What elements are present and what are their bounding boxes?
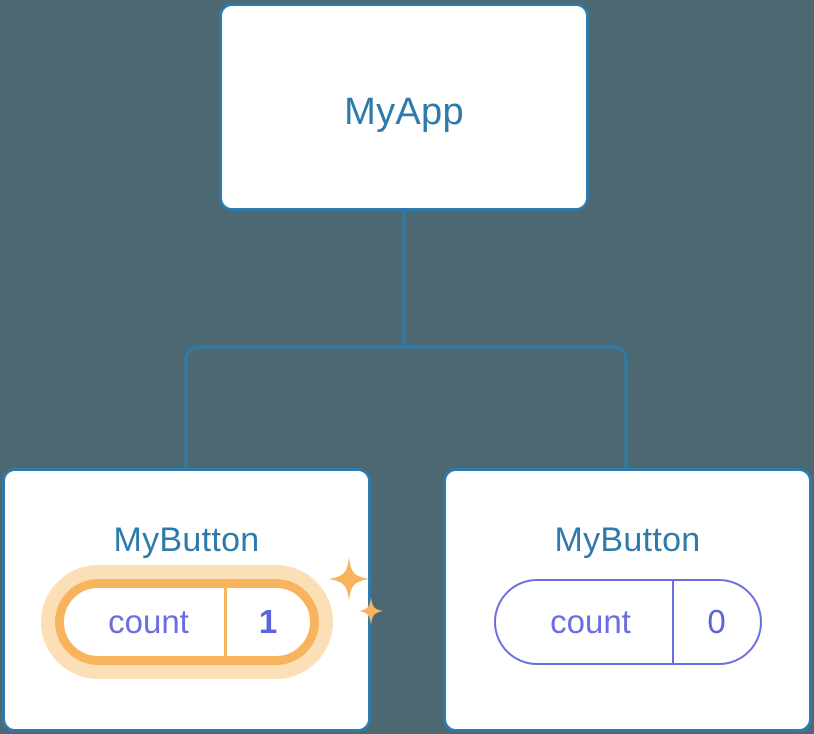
node-myapp[interactable]: MyApp [219, 3, 589, 211]
state-pill-0[interactable]: count 1 [40, 557, 383, 679]
edge-branch-right [404, 345, 628, 468]
sparkle-icon [328, 557, 383, 625]
state-pill-1-key: count [550, 603, 631, 640]
node-mybutton-0[interactable]: MyButton count 1 [2, 468, 383, 732]
state-pill-0-value: 1 [223, 588, 310, 656]
state-pill-0-key: count [108, 603, 189, 640]
node-mybutton-1-label: MyButton [554, 521, 701, 559]
state-pill-1[interactable]: count 0 [493, 579, 762, 665]
state-pill-1-value: 0 [671, 581, 760, 663]
node-myapp-label: MyApp [344, 91, 464, 133]
edge-branch-left [184, 345, 404, 468]
node-mybutton-0-label: MyButton [113, 521, 260, 559]
node-mybutton-1[interactable]: MyButton count 0 [443, 468, 812, 732]
